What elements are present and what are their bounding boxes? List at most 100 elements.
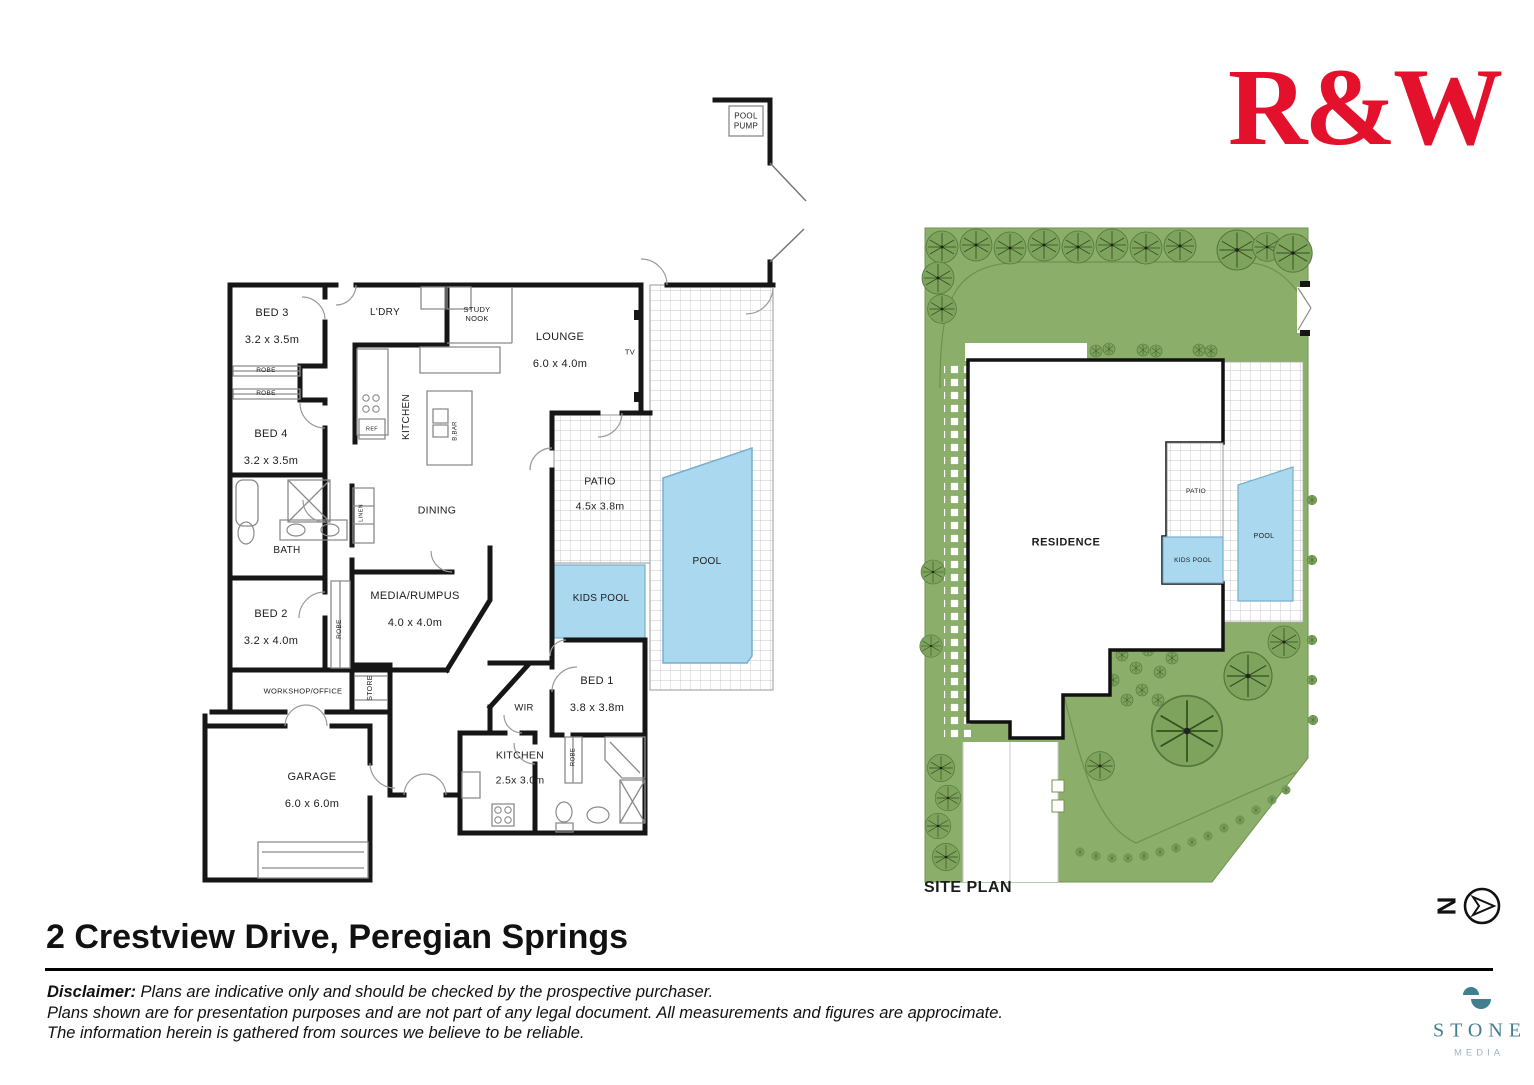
robe-label: ROBE <box>570 747 577 767</box>
walls-pool-bed1 <box>486 410 653 738</box>
room-name: LOUNGE <box>535 331 585 344</box>
room-name: MEDIA/RUMPUS <box>370 590 460 603</box>
room-name: POOL PUMP <box>733 111 759 130</box>
room-label-ldry: L'DRY <box>370 307 400 318</box>
fixtures-thin <box>232 286 646 879</box>
room-dims: 3.2 x 3.5m <box>243 454 299 467</box>
site-pool <box>1237 466 1294 602</box>
side-path <box>965 343 1087 361</box>
tv-label: TV <box>624 347 636 357</box>
divider-line <box>45 968 1493 971</box>
room-label-pool: POOL <box>692 556 722 567</box>
room-name: GARAGE <box>287 771 337 784</box>
room-label-kids-pool: KIDS POOL <box>572 593 630 604</box>
room-label-bed3: BED 3 3.2 x 3.5m <box>245 294 299 360</box>
pool-pump-box <box>728 105 764 137</box>
north-letter: N <box>1431 896 1462 916</box>
room-label-dining: DINING <box>417 504 457 517</box>
disclaimer-label: Disclaimer: <box>47 983 136 1001</box>
room-name: BED 1 <box>580 675 614 688</box>
room-dims: 3.8 x 3.8m <box>569 701 625 714</box>
room-label-bed2: BED 2 3.2 x 4.0m <box>244 595 298 661</box>
stone-media-sub: MEDIA <box>1453 1047 1505 1059</box>
gate-post <box>1300 330 1310 336</box>
room-dims: 2.5x 3.0m <box>495 774 545 787</box>
room-label-kitchen2: KITCHEN 2.5x 3.0m <box>496 737 545 800</box>
site-label-residence: RESIDENCE <box>1031 536 1101 549</box>
robe-label: ROBE <box>336 619 344 639</box>
letterbox <box>1051 799 1065 813</box>
room-label-kitchen: KITCHEN <box>401 394 412 440</box>
letterbox <box>1051 779 1065 793</box>
floorplan-drawing <box>202 97 807 883</box>
bbar-label: B.BAR <box>452 421 459 441</box>
robe-label: ROBE <box>256 390 276 398</box>
ref-label: REF <box>366 426 378 433</box>
walls-living <box>349 282 648 836</box>
page-title: 2 Crestview Drive, Peregian Springs <box>46 918 629 956</box>
garden-edge-line <box>1062 691 1297 844</box>
siteplan-drawing <box>919 227 1319 883</box>
room-label-lounge: LOUNGE 6.0 x 4.0m <box>533 318 587 384</box>
room-name: BED 4 <box>254 428 288 441</box>
tv-niche <box>634 310 643 320</box>
site-gate-icon <box>1297 287 1312 331</box>
room-name: KITCHEN <box>495 749 545 762</box>
room-dims: 6.0 x 6.0m <box>284 797 340 810</box>
site-gate-gap <box>1297 287 1310 333</box>
gate-post <box>1300 281 1310 287</box>
rw-logo: R&W <box>1228 46 1503 168</box>
toilet <box>237 521 255 545</box>
room-name: BED 3 <box>255 307 289 320</box>
walls-bedroom-wing <box>227 282 393 715</box>
room-name: BED 2 <box>254 608 288 621</box>
site-kids-pool <box>1162 536 1224 584</box>
site-patio <box>1166 442 1224 538</box>
stone-media-icon <box>1463 987 1491 1009</box>
disclaimer: Disclaimer: Plans are indicative only an… <box>47 982 1003 1044</box>
north-arrow-icon <box>1463 887 1501 925</box>
room-dims: 3.2 x 3.5m <box>244 333 300 346</box>
siteplan-title: SITE PLAN <box>924 879 1013 896</box>
patio-tiles <box>553 414 651 564</box>
room-dims: 3.2 x 4.0m <box>243 634 299 647</box>
room-label-workshop: WORKSHOP/OFFICE <box>263 686 343 696</box>
basin <box>586 806 610 824</box>
disclaimer-line-3: The information herein is gathered from … <box>47 1024 585 1042</box>
room-label-bath: BATH <box>273 545 301 556</box>
room-label-patio: PATIO 4.5x 3.8m <box>576 463 625 526</box>
site-label-kids-pool: KIDS POOL <box>1174 557 1212 565</box>
site-label-pool: POOL <box>1253 532 1275 540</box>
toilet <box>555 801 573 823</box>
room-dims: 4.5x 3.8m <box>575 500 625 513</box>
bathtub <box>235 479 259 527</box>
linen-label: LINEN <box>358 504 365 522</box>
disclaimer-text: Plans are indicative only and should be … <box>135 983 714 1001</box>
room-dims: 6.0 x 4.0m <box>532 357 588 370</box>
room-label-media: MEDIA/RUMPUS 4.0 x 4.0m <box>370 577 459 643</box>
stone-media-name: STONE <box>1432 1019 1528 1042</box>
walls-outer <box>202 97 776 883</box>
room-label-pool-pump: POOL PUMP <box>734 111 758 130</box>
room-name: PATIO <box>584 475 616 488</box>
store-label: STORE <box>366 675 374 701</box>
room-dims: 4.0 x 4.0m <box>387 616 443 629</box>
basin <box>286 523 306 537</box>
pool-fence-gates <box>769 162 807 263</box>
cooktop <box>362 394 512 824</box>
room-label-bed4: BED 4 3.2 x 3.5m <box>244 415 298 481</box>
room-label-wir: WIR <box>514 702 534 714</box>
kids-pool-shape <box>553 564 646 639</box>
room-label-bed1: BED 1 3.8 x 3.8m <box>570 662 624 728</box>
tv-niche <box>634 392 643 402</box>
site-label-patio: PATIO <box>1185 488 1207 496</box>
room-label-garage: GARAGE 6.0 x 6.0m <box>285 758 339 824</box>
pool-shape <box>662 446 753 664</box>
room-label-study-nook: STUDY NOOK <box>463 305 491 323</box>
disclaimer-line-2: Plans shown are for presentation purpose… <box>47 1003 1004 1022</box>
door-arcs <box>284 258 774 796</box>
robe-label: ROBE <box>256 367 276 375</box>
disclaimer-line-1: Disclaimer: Plans are indicative only an… <box>47 982 1003 1003</box>
